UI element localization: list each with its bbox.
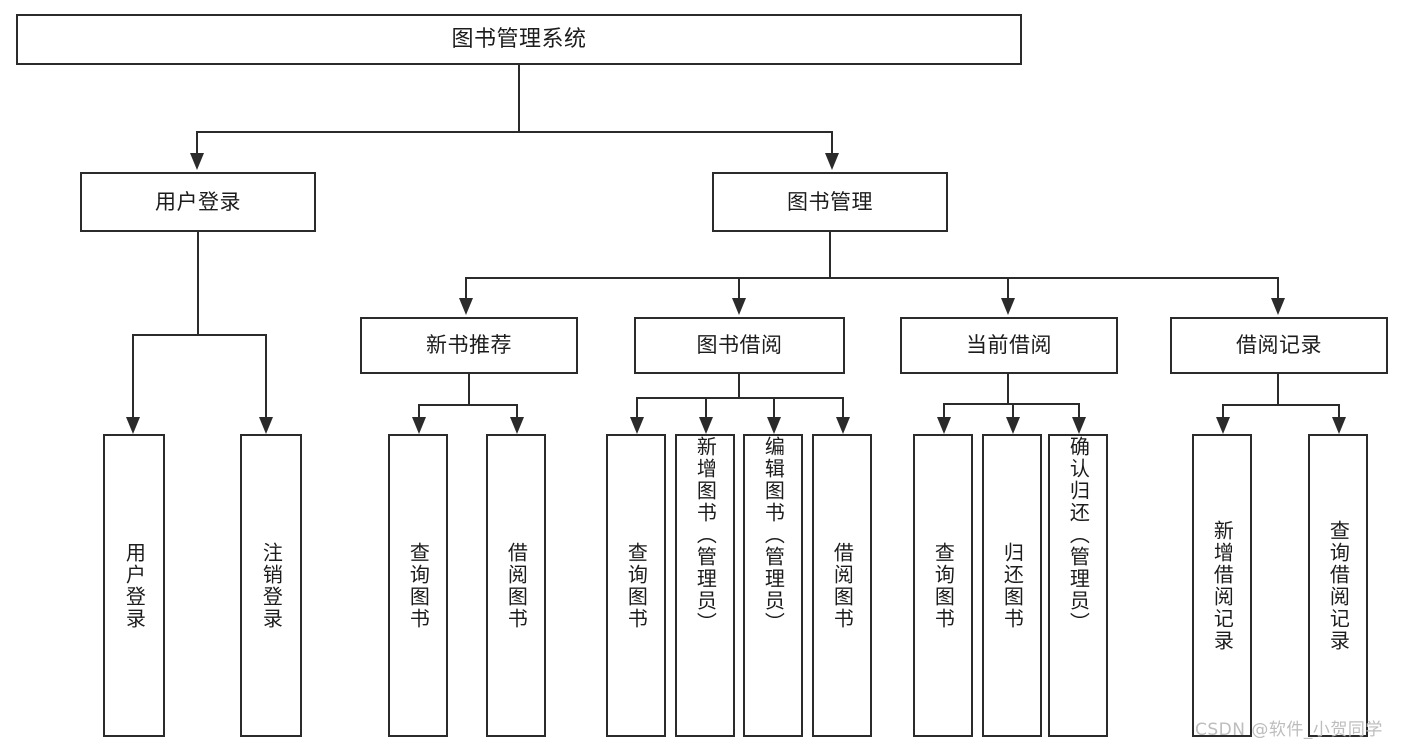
connector-borrow-leaf-2 [705,397,707,419]
arrowhead-records-leaf-1 [1216,417,1230,434]
leaf-node-query-borrow-record[interactable]: 查询借阅记录 [1308,434,1368,737]
node-label: 新书推荐 [426,333,512,358]
connector-records-leaf-1 [1222,404,1224,419]
leaf-node-confirm-return-admin[interactable]: 确认归还（管理员） [1048,434,1108,737]
leaf-node-edit-book-admin[interactable]: 编辑图书（管理员） [743,434,803,737]
leaf-node-borrow-books-recommend[interactable]: 借阅图书 [486,434,546,737]
arrowhead-current-leaf-1 [937,417,951,434]
connector-borrow-leaf-1 [636,397,638,419]
node-new-book-recommend[interactable]: 新书推荐 [360,317,578,374]
node-label: 确认归还（管理员） [1066,436,1091,634]
arrowhead-borrow-leaf-2 [699,417,713,434]
connector-root-bus [196,131,833,133]
connector-new-books-leaf-2 [516,404,518,419]
arrowhead-records-leaf-2 [1332,417,1346,434]
node-label: 查询图书 [931,541,956,630]
node-label: 查询图书 [406,541,431,630]
connector-root-stem [518,65,520,132]
connector-current-leaf-2 [1012,403,1014,419]
node-borrow-records[interactable]: 借阅记录 [1170,317,1388,374]
arrowhead-current-leaf-2 [1006,417,1020,434]
csdn-watermark: CSDN @软件_小贺同学 [1195,720,1383,740]
node-label: 编辑图书（管理员） [761,436,786,634]
connector-borrow-leaf-3 [773,397,775,419]
leaf-node-add-book-admin[interactable]: 新增图书（管理员） [675,434,735,737]
node-label: 用户登录 [155,189,241,214]
connector-user-login-to-leaf-1 [132,334,134,419]
connector-records-bus [1222,404,1340,406]
connector-bm-to-new-books [465,277,467,300]
node-label: 当前借阅 [966,333,1052,358]
arrowhead-new-books-leaf-1 [412,417,426,434]
connector-root-to-book-manage [831,131,833,155]
leaf-node-logout[interactable]: 注销登录 [240,434,302,737]
arrowhead-bm-records [1271,298,1285,315]
connector-current-leaf-3 [1078,403,1080,419]
node-label: 归还图书 [1000,541,1025,630]
arrowhead-new-books-leaf-2 [510,417,524,434]
connector-new-books-leaf-1 [418,404,420,419]
connector-book-management-bus [465,277,1279,279]
node-label: 借阅图书 [504,541,529,630]
arrowhead-bm-current [1001,298,1015,315]
arrowhead-user-login-leaf-2 [259,417,273,434]
connector-borrow-leaf-4 [842,397,844,419]
leaf-node-user-login[interactable]: 用户登录 [103,434,165,737]
arrowhead-borrow-leaf-4 [836,417,850,434]
arrowhead-root-to-book-manage [825,153,839,170]
leaf-node-borrow-books-borrow[interactable]: 借阅图书 [812,434,872,737]
node-label: 查询图书 [624,541,649,630]
arrowhead-current-leaf-3 [1072,417,1086,434]
node-label: 借阅记录 [1236,333,1322,358]
node-book-management[interactable]: 图书管理 [712,172,948,232]
node-root-system[interactable]: 图书管理系统 [16,14,1022,65]
connector-user-login-stem [197,232,199,335]
node-current-borrow[interactable]: 当前借阅 [900,317,1118,374]
connector-new-books-stem [468,374,470,405]
connector-borrow-stem [738,374,740,398]
node-label: 借阅图书 [830,541,855,630]
connector-user-login-bus [132,334,266,336]
node-label: 新增借阅记录 [1210,519,1235,652]
arrowhead-user-login-leaf-1 [126,417,140,434]
connector-current-bus [943,403,1079,405]
node-label: 新增图书（管理员） [693,436,718,634]
arrowhead-bm-new-books [459,298,473,315]
connector-records-leaf-2 [1338,404,1340,419]
leaf-node-query-books-borrow[interactable]: 查询图书 [606,434,666,737]
connector-current-leaf-1 [943,403,945,419]
arrowhead-root-to-user-login [190,153,204,170]
connector-records-stem [1277,374,1279,405]
leaf-node-return-books[interactable]: 归还图书 [982,434,1042,737]
leaf-node-add-borrow-record[interactable]: 新增借阅记录 [1192,434,1252,737]
connector-bm-to-current [1007,277,1009,300]
connector-bm-to-borrow [738,277,740,300]
connector-current-stem [1007,374,1009,404]
connector-new-books-bus [418,404,518,406]
arrowhead-borrow-leaf-3 [767,417,781,434]
leaf-node-query-books-recommend[interactable]: 查询图书 [388,434,448,737]
node-label: 查询借阅记录 [1326,519,1351,652]
node-label: 用户登录 [122,541,147,630]
leaf-node-query-books-current[interactable]: 查询图书 [913,434,973,737]
connector-book-management-stem [829,232,831,278]
node-label: 图书管理系统 [451,26,587,52]
arrowhead-borrow-leaf-1 [630,417,644,434]
node-label: 注销登录 [259,541,284,630]
connector-bm-to-records [1277,277,1279,300]
connector-user-login-to-leaf-2 [265,334,267,419]
arrowhead-bm-borrow [732,298,746,315]
connector-root-to-user-login [196,131,198,155]
connector-borrow-bus [636,397,844,399]
node-label: 图书管理 [787,189,873,214]
node-user-login[interactable]: 用户登录 [80,172,316,232]
node-label: 图书借阅 [696,333,783,358]
node-book-borrow[interactable]: 图书借阅 [634,317,845,374]
